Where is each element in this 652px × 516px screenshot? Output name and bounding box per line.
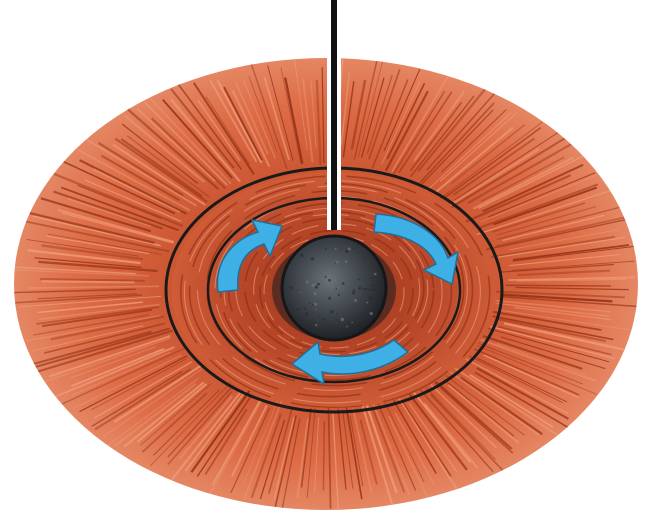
core-speck — [328, 297, 331, 300]
core-speck — [370, 277, 372, 279]
central-core — [282, 236, 386, 340]
core-speck — [374, 273, 377, 276]
core-speck — [314, 292, 317, 295]
core-speck — [346, 326, 348, 328]
core-speck — [303, 316, 304, 317]
disk-streak — [42, 281, 135, 282]
jet-line — [331, 0, 337, 230]
core-speck — [306, 281, 309, 284]
core-speck — [336, 288, 338, 290]
disk-streak — [323, 421, 324, 490]
core-speck — [363, 258, 365, 260]
core-speck — [371, 284, 374, 287]
core-speck — [315, 324, 317, 326]
core-speck — [290, 286, 293, 289]
disk-streak — [506, 285, 611, 286]
core-speck — [354, 299, 357, 302]
core-speck — [348, 321, 350, 323]
core-speck — [372, 288, 375, 291]
core-speck — [330, 326, 331, 327]
core-speck — [326, 275, 329, 278]
core-speck — [335, 248, 337, 250]
core-speck — [304, 308, 306, 310]
core-speck — [328, 279, 331, 282]
core-speck — [345, 249, 347, 251]
core-speck — [336, 313, 338, 315]
core-speck — [335, 263, 336, 264]
core-speck — [300, 292, 302, 294]
core-speck — [358, 287, 361, 290]
core-speck — [341, 318, 344, 321]
core-speck — [314, 303, 317, 306]
core-speck — [369, 296, 373, 300]
core-speck — [334, 280, 336, 282]
core-speck — [330, 332, 332, 334]
core-speck — [309, 303, 311, 305]
core-speck — [358, 278, 360, 280]
core-speck — [333, 271, 335, 273]
core-speck — [317, 283, 320, 286]
core-speck — [368, 288, 371, 291]
core-speck — [315, 286, 318, 289]
core-speck — [312, 284, 316, 288]
core-speck — [311, 257, 314, 260]
core-speck — [325, 248, 327, 250]
core-speck — [360, 323, 361, 324]
core-speck — [342, 282, 345, 285]
core-speck — [322, 318, 325, 321]
core-speck — [366, 288, 368, 290]
core-speck — [312, 304, 314, 306]
core-speck — [374, 276, 376, 278]
core-speck — [345, 260, 348, 263]
core-speck — [370, 312, 373, 315]
core-speck — [337, 287, 339, 289]
core-speck — [300, 254, 303, 257]
core-speck — [288, 286, 290, 288]
core-speck — [332, 286, 334, 288]
core-speck — [335, 318, 336, 319]
core-speck — [363, 288, 366, 291]
core-speck — [352, 291, 355, 294]
core-speck — [338, 294, 340, 296]
core-speck — [351, 322, 352, 323]
core-speck — [348, 247, 351, 250]
core-speck — [305, 312, 308, 315]
core-speck — [366, 302, 368, 304]
core-speck — [352, 248, 354, 250]
core-speck — [330, 310, 334, 314]
core-speck — [297, 308, 300, 311]
core-speck — [344, 324, 346, 326]
core-speck — [319, 315, 321, 317]
core-speck — [353, 289, 355, 291]
core-speck — [315, 309, 316, 310]
